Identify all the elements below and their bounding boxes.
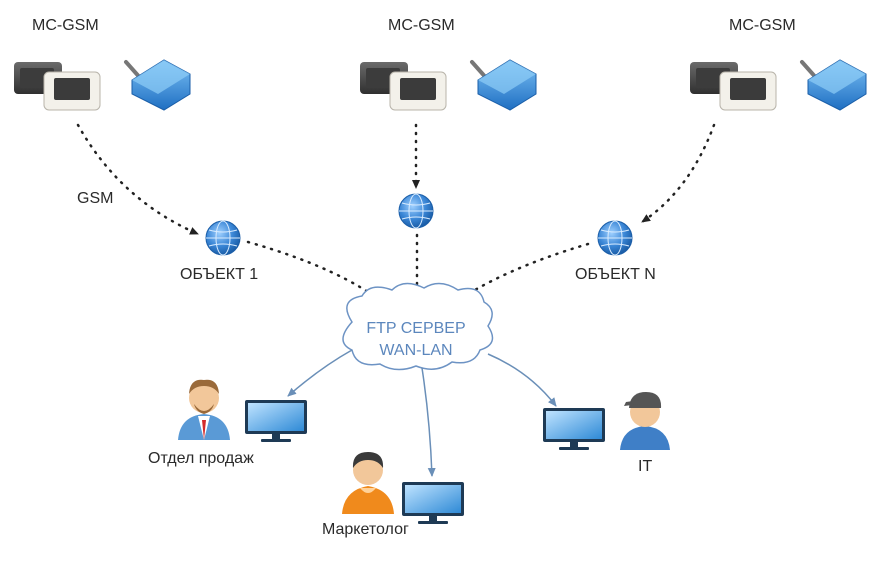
person-cap-icon — [620, 392, 670, 450]
monitor-icon — [245, 400, 307, 442]
device-label-2: MC-GSM — [388, 17, 455, 34]
server-label-line1: FTP СЕРВЕР — [366, 320, 466, 337]
orange-person-icon — [342, 452, 394, 514]
gsm-link-3 — [640, 123, 716, 224]
user-label-sales: Отдел продаж — [148, 450, 254, 467]
user-label-marketing: Маркетолог — [322, 521, 409, 538]
cloud-shape — [342, 282, 494, 371]
gsm-link-1 — [76, 123, 200, 236]
device-cluster-3 — [688, 58, 868, 112]
server-label-line2: WAN-LAN — [379, 342, 453, 359]
server-link-marketing — [421, 367, 436, 477]
businessman-icon — [178, 379, 230, 440]
globe-icon — [398, 193, 434, 229]
monitor-icon — [543, 408, 605, 450]
object-label-1: ОБЪЕКТ 1 — [180, 266, 259, 283]
gsm-link-label: GSM — [77, 190, 114, 207]
globe-icon — [205, 220, 241, 256]
server-link-it — [487, 353, 557, 407]
monitor-icon — [402, 482, 464, 524]
device-label-3: MC-GSM — [729, 17, 796, 34]
device-cluster-1 — [12, 58, 192, 112]
device-cluster-2 — [358, 58, 538, 112]
server-link-sales — [287, 349, 353, 397]
object-label-n: ОБЪЕКТ N — [575, 266, 656, 283]
user-label-it: IT — [638, 458, 653, 475]
globe-icon — [597, 220, 633, 256]
device-label-1: MC-GSM — [32, 17, 99, 34]
